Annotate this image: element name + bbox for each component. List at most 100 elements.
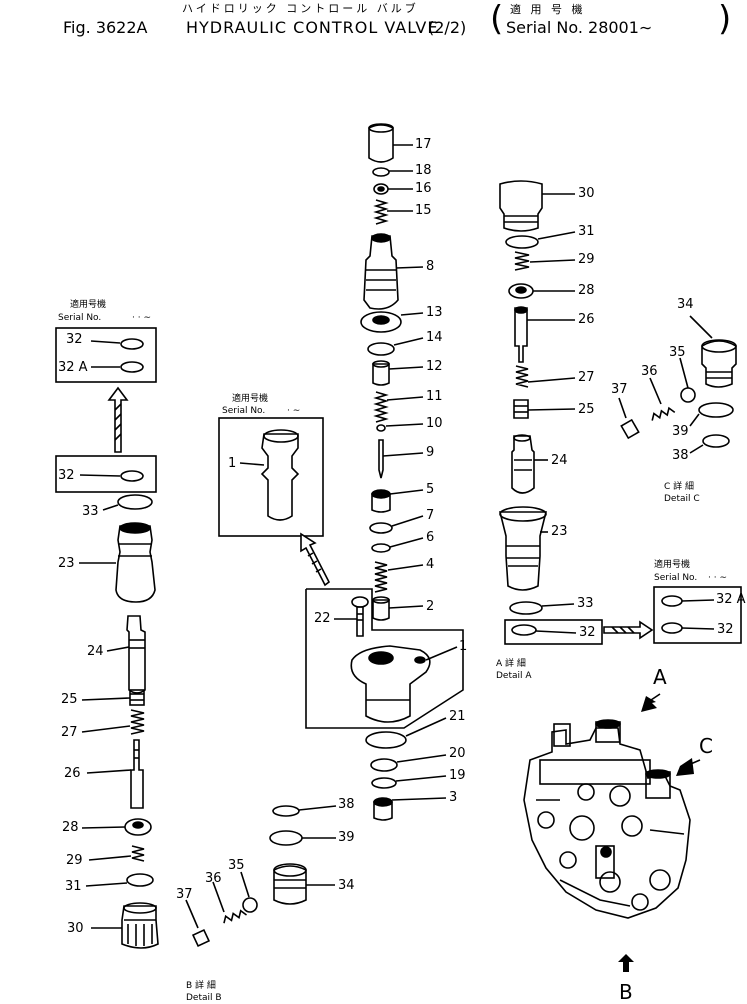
view-letter-c: C [699, 734, 713, 758]
detail-b-part-38 [272, 805, 337, 817]
left-part-31 [85, 873, 154, 887]
center-part-17 [368, 123, 413, 163]
detail-c-en: Detail C [664, 494, 700, 504]
left-part-27 [81, 709, 145, 735]
right-box-serial: Serial No. [654, 573, 698, 583]
part-label: 25 [578, 402, 595, 417]
part-label: 3 [449, 790, 458, 805]
part-label: 24 [551, 453, 568, 468]
part-label: 26 [578, 312, 595, 327]
part-label: 35 [669, 345, 686, 360]
figure-fraction: (2/2) [428, 18, 467, 37]
part-label: 27 [578, 370, 595, 385]
part-label: 26 [64, 766, 81, 781]
right-part-33 [509, 601, 575, 615]
left-part-26 [86, 739, 144, 809]
part-label: 23 [58, 556, 75, 571]
right-part-26 [514, 306, 575, 363]
detail-c-part-36 [649, 377, 676, 421]
part-label: 1 [228, 456, 237, 471]
right-horizontal-arrow [603, 620, 654, 640]
right-part-31 [505, 231, 576, 249]
part-label: 11 [426, 389, 443, 404]
part-label: 9 [426, 445, 435, 460]
part-label: 39 [338, 830, 355, 845]
header-paren-close: ) [718, 0, 732, 39]
part-label: 20 [449, 746, 466, 761]
part-label: 32 [58, 468, 75, 483]
left-box-range: · · ∼ [132, 313, 151, 323]
center-part-11 [373, 391, 424, 423]
detail-b-part-35 [240, 871, 258, 913]
part-label: 16 [415, 181, 432, 196]
right-part-28 [508, 283, 575, 299]
part-label: 38 [338, 797, 355, 812]
right-box-32 [504, 619, 603, 645]
part-label: 7 [426, 508, 435, 523]
part-label: 33 [577, 596, 594, 611]
center-part-3 [373, 797, 447, 821]
part-label: 34 [677, 297, 694, 312]
part-label: 18 [415, 163, 432, 178]
center-part-19 [371, 775, 447, 789]
left-part-25 [81, 689, 145, 706]
part-label: 30 [578, 186, 595, 201]
figure-number: Fig. 3622A [63, 18, 148, 37]
part-label: 35 [228, 858, 245, 873]
left-part-28 [81, 818, 152, 836]
valve-assembly [523, 719, 691, 919]
detail-b-part-39 [269, 830, 336, 846]
part-label: 5 [426, 482, 435, 497]
left-serial-box [55, 327, 157, 383]
right-part-23 [498, 506, 548, 591]
part-label: 1 [459, 639, 468, 654]
center-part-6 [371, 537, 424, 553]
center-part-5 [371, 489, 424, 513]
header-paren-open: ( [490, 0, 504, 39]
detail-b-part-36 [212, 881, 247, 924]
part-label: 31 [65, 879, 82, 894]
part-label: 23 [551, 524, 568, 539]
right-box-range: · · ∼ [708, 573, 727, 583]
part-label: 32 [717, 622, 734, 637]
left-part-33 [102, 494, 153, 511]
right-box-jp: 適用号機 [654, 560, 691, 570]
part-label: 34 [338, 878, 355, 893]
detail-c-part-37 [618, 397, 640, 440]
detail-b-jp: B 詳 細 [186, 981, 216, 991]
part-label: 6 [426, 530, 435, 545]
center-part-13 [360, 311, 424, 333]
part-label: 17 [415, 137, 432, 152]
view-arrow-b [618, 954, 634, 972]
part-label: 38 [672, 448, 689, 463]
part-label: 25 [61, 692, 78, 707]
part-label: 28 [62, 820, 79, 835]
part-label: 37 [611, 382, 628, 397]
right-part-27 [515, 365, 576, 388]
center-diagonal-arrow [300, 532, 331, 587]
center-part-8 [363, 233, 424, 310]
center-part-21 [365, 717, 447, 749]
part-label: 2 [426, 599, 435, 614]
center-part-15 [373, 199, 413, 225]
part-label: 22 [314, 611, 331, 626]
left-box-serial: Serial No. [58, 313, 102, 323]
view-arrow-c [676, 758, 701, 776]
part-label: 24 [87, 644, 104, 659]
detail-b-part-37 [185, 899, 211, 948]
center-box-jp: 適用号機 [232, 394, 269, 404]
part-label: 21 [449, 709, 466, 724]
part-label: 30 [67, 921, 84, 936]
right-part-30 [499, 180, 575, 232]
part-label: 32 A [58, 360, 88, 375]
part-label: 36 [205, 871, 222, 886]
detail-c-jp: C 詳 細 [664, 482, 695, 492]
center-part-7 [369, 515, 424, 534]
detail-a-en: Detail A [496, 671, 532, 681]
view-arrow-a [641, 693, 661, 712]
part-label: 37 [176, 887, 193, 902]
part-label: 33 [82, 504, 99, 519]
serial-range: Serial No. 28001∼ [506, 18, 653, 37]
view-letter-a: A [653, 665, 667, 689]
